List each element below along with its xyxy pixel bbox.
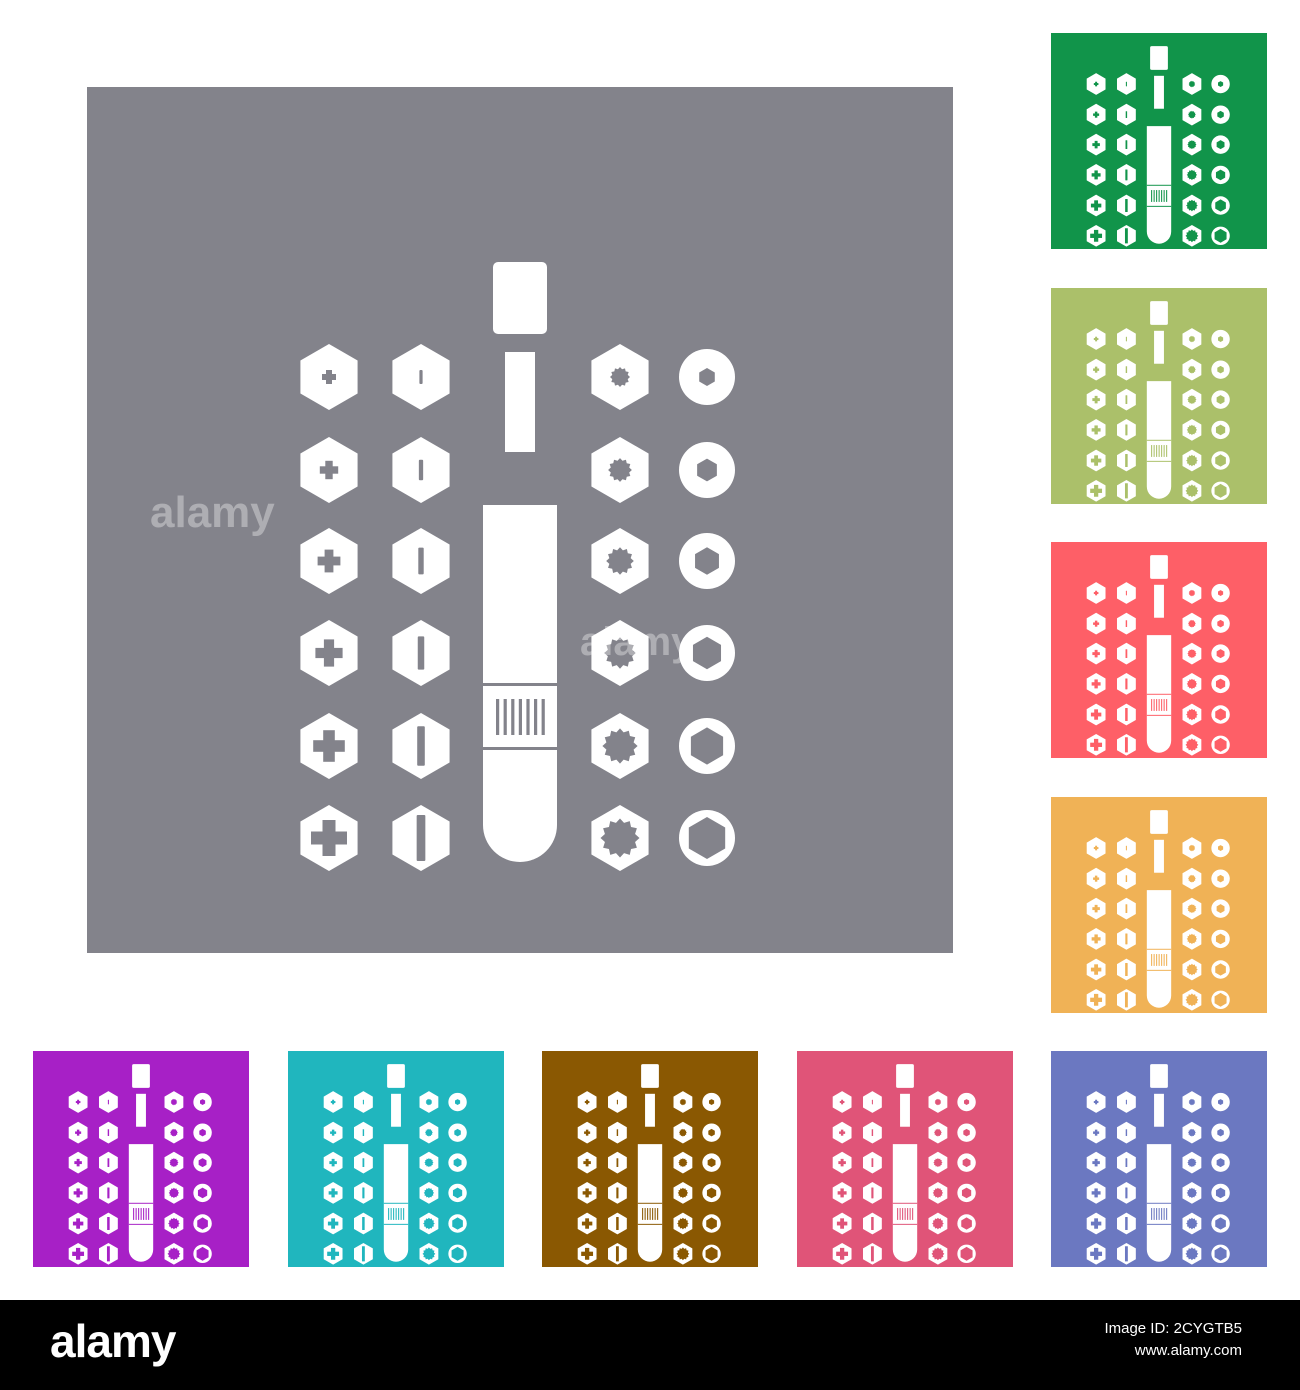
screwdriver-bit-set-icon — [1051, 797, 1267, 1013]
icon-tile-variant — [1051, 33, 1267, 249]
screwdriver-bit-set-icon — [1051, 33, 1267, 249]
screwdriver-bit-set-icon — [288, 1051, 504, 1267]
screwdriver-bit-set-icon — [1051, 288, 1267, 504]
footer-bar: alamy Image ID: 2CYGTB5 www.alamy.com — [0, 1300, 1300, 1390]
icon-tile-variant — [542, 1051, 758, 1267]
main-icon-tile — [87, 87, 953, 953]
screwdriver-bit-set-icon — [87, 87, 953, 953]
screwdriver-bit-set-icon — [1051, 542, 1267, 758]
site-url: www.alamy.com — [1134, 1342, 1242, 1359]
image-id-label: Image ID: 2CYGTB5 — [1104, 1320, 1242, 1337]
icon-tile-variant — [1051, 542, 1267, 758]
screwdriver-bit-set-icon — [542, 1051, 758, 1267]
screwdriver-bit-set-icon — [797, 1051, 1013, 1267]
icon-tile-variant — [33, 1051, 249, 1267]
icon-tile-variant — [288, 1051, 504, 1267]
icon-tile-variant — [1051, 288, 1267, 504]
icon-tile-variant — [1051, 1051, 1267, 1267]
icon-tile-variant — [797, 1051, 1013, 1267]
icon-tile-variant — [1051, 797, 1267, 1013]
footer-logo: alamy — [50, 1315, 176, 1367]
screwdriver-bit-set-icon — [1051, 1051, 1267, 1267]
footer-image-id: Image ID: 2CYGTB5 www.alamy.com — [1104, 1318, 1242, 1362]
screwdriver-bit-set-icon — [33, 1051, 249, 1267]
